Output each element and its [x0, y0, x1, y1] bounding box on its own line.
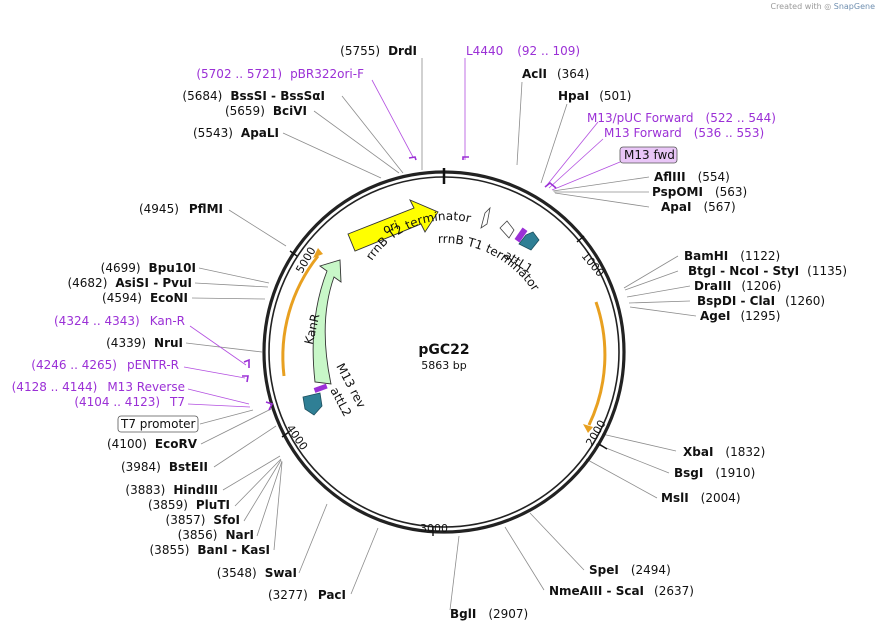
- terminator-glyphs: [480, 206, 515, 239]
- site-label-msli: MslI(2004): [661, 491, 741, 505]
- site-label-bani-kasi: (3855)BanI - KasI: [150, 543, 271, 557]
- site-label-pspomi: PspOMI(563): [652, 185, 747, 199]
- orf-arc-left: [281, 255, 320, 377]
- credit-prefix: Created with: [770, 2, 822, 11]
- site-label-apali: (5543)ApaLI: [193, 126, 279, 140]
- plasmid-name: pGC22: [418, 342, 469, 358]
- site-label-xbai: XbaI(1832): [683, 445, 765, 459]
- primer-label-m13-puc-forward: M13/pUC Forward(522 .. 544): [587, 111, 776, 125]
- site-label-acli: AclI(364): [522, 67, 589, 81]
- rrnb-t2-terminator-label: rrnB T2 terminator: [363, 209, 472, 263]
- site-label-sfoi: (3857)SfoI: [166, 513, 240, 527]
- site-label-bsgi: BsgI(1910): [674, 466, 755, 480]
- site-label-bspdi-clai: BspDI - ClaI(1260): [697, 294, 825, 308]
- label-leader-lines: [183, 58, 697, 611]
- primer-labels: L4440(92 .. 109) (5702 .. 5721)pBR322ori…: [12, 44, 776, 409]
- site-label-bsteii: (3984)BstEII: [121, 460, 208, 474]
- site-label-aflIII: AflIII(554): [654, 170, 730, 184]
- site-label-apai: ApaI(567): [661, 200, 736, 214]
- site-label-draiii: DraIII(1206): [694, 279, 781, 293]
- site-label-bgli: BglI(2907): [450, 607, 528, 621]
- primer-label-kan-r: (4324 .. 4343)Kan-R: [54, 314, 185, 328]
- site-label-ecorv: (4100)EcoRV: [107, 437, 198, 451]
- snapgene-logo-icon: ◎: [824, 2, 832, 11]
- right-site-labels: AclI(364) HpaI(501) AflIII(554) PspOMI(5…: [450, 67, 847, 621]
- feature-attl2[interactable]: [302, 383, 328, 416]
- site-label-nari: (3856)NarI: [178, 528, 254, 542]
- primer-label-m13-forward: M13 Forward(536 .. 553): [604, 126, 764, 140]
- site-label-bsssi-bsssai: (5684)BssSI - BssSαI: [182, 89, 325, 103]
- site-label-paci: (3277)PacI: [268, 588, 346, 602]
- tick-label-4000: 4000: [284, 422, 311, 452]
- feature-kanr[interactable]: KanR: [302, 259, 342, 385]
- site-label-hindiii: (3883)HindIII: [125, 483, 218, 497]
- site-label-spei: SpeI(2494): [589, 563, 671, 577]
- kanr-label: KanR: [302, 312, 323, 345]
- svg-text:T7 promoter: T7 promoter: [120, 417, 196, 431]
- orf-arc-right-arrowhead: [583, 424, 593, 433]
- boxed-label-t7-promoter[interactable]: T7 promoter: [117, 415, 199, 433]
- boxed-label-m13-fwd[interactable]: M13 fwd: [619, 146, 678, 164]
- site-label-bcivi: (5659)BciVI: [225, 104, 307, 118]
- site-label-btgi-ncoi-styi: BtgI - NcoI - StyI(1135): [688, 264, 847, 278]
- orf-arc-left-arrowhead: [313, 248, 323, 258]
- svg-text:M13 fwd: M13 fwd: [624, 148, 675, 162]
- plasmid-size: 5863 bp: [421, 359, 466, 372]
- site-label-pflmi: (4945)PflMI: [139, 202, 223, 216]
- primer-label-pbr322ori-f: (5702 .. 5721)pBR322ori-F: [196, 67, 364, 81]
- site-label-swai: (3548)SwaI: [217, 566, 297, 580]
- primer-label-pentr-r: (4246 .. 4265)pENTR-R: [31, 358, 179, 372]
- credit-brand: SnapGene: [833, 2, 875, 11]
- orf-arc-right: [587, 301, 607, 426]
- primer-label-l4440: L4440(92 .. 109): [466, 44, 580, 58]
- primer-markers: [242, 156, 557, 411]
- site-label-pluti: (3859)PluTI: [148, 498, 230, 512]
- site-label-agei: AgeI(1295): [700, 309, 780, 323]
- site-label-hpai: HpaI(501): [558, 89, 631, 103]
- primer-label-m13-reverse: (4128 .. 4144)M13 Reverse: [12, 380, 185, 394]
- site-label-nmeaiii-scai: NmeAIII - ScaI(2637): [549, 584, 694, 598]
- site-label-bpu10i: (4699)Bpu10I: [101, 261, 196, 275]
- snapgene-credit: Created with ◎ SnapGene: [770, 2, 875, 11]
- site-label-asisi-pvui: (4682)AsiSI - PvuI: [67, 276, 192, 290]
- site-label-bamhi: BamHI(1122): [684, 249, 780, 263]
- site-label-nrui: (4339)NruI: [106, 336, 183, 350]
- site-label-drdi: (5755)DrdI: [340, 44, 417, 58]
- site-label-econi: (4594)EcoNI: [102, 291, 188, 305]
- tick-label-3000: 3000: [420, 522, 448, 535]
- left-site-labels: (5755)DrdI (5684)BssSI - BssSαI (5659)Bc…: [67, 44, 417, 602]
- feature-ori[interactable]: ori: [347, 199, 439, 252]
- ori-label: ori: [381, 218, 400, 236]
- primer-label-t7: (4104 .. 4123)T7: [74, 395, 185, 409]
- svg-text:rrnB T2 terminator: rrnB T2 terminator: [363, 209, 472, 263]
- feature-attl1[interactable]: [514, 227, 540, 251]
